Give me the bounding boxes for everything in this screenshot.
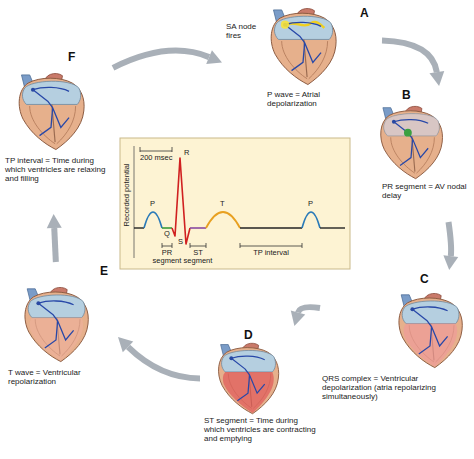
cycle-arrow bbox=[47, 214, 62, 262]
arrow-shaft bbox=[128, 347, 200, 379]
arrow-head bbox=[429, 71, 444, 86]
arrow-shaft bbox=[113, 51, 209, 68]
ecg-label: P bbox=[150, 200, 160, 208]
cycle-arrow bbox=[291, 307, 320, 326]
heart-illustration bbox=[381, 106, 443, 178]
ecg-label: TP interval bbox=[241, 249, 301, 257]
stage-node: B PR segment = AV nodal delay bbox=[378, 86, 472, 222]
arrow-shaft bbox=[54, 228, 56, 262]
stage-node: C QRS complex = Ventricular depolarizatio… bbox=[320, 270, 472, 422]
stage-caption: QRS complex = Ventricular depolarization… bbox=[322, 374, 470, 401]
stage-letter: C bbox=[420, 272, 436, 286]
stage-letter: F bbox=[68, 50, 84, 64]
arrow-head bbox=[47, 214, 62, 228]
heart-illustration bbox=[25, 287, 88, 361]
stage-caption: T wave = Ventricular repolarization bbox=[8, 368, 116, 386]
ecg-label: Q bbox=[164, 230, 174, 238]
heart-illustration bbox=[19, 74, 84, 150]
heart-illustration bbox=[399, 293, 462, 367]
stage-caption: ST segment = Time during which ventricle… bbox=[204, 416, 316, 443]
ecg-label: T bbox=[220, 200, 230, 208]
stage-caption: TP interval = Time during which ventricl… bbox=[5, 156, 111, 183]
heart-illustration bbox=[219, 343, 279, 413]
arrow-shaft bbox=[382, 41, 437, 73]
ecg-label: R bbox=[184, 149, 194, 157]
stage-node: A SA node fires P wave = Atrial depolariza… bbox=[222, 2, 382, 112]
cycle-arrow bbox=[113, 50, 222, 68]
stage-caption: SA node fires bbox=[226, 22, 264, 40]
cycle-arrow bbox=[118, 337, 200, 378]
ecg-label: S bbox=[178, 238, 188, 246]
arrow-head bbox=[118, 337, 133, 352]
ecg-label: 200 msec bbox=[140, 154, 180, 162]
ecg-panel bbox=[120, 138, 350, 269]
stage-node: F TP interval = Time during which ventric… bbox=[3, 48, 113, 214]
ecg-label: ST segment bbox=[181, 249, 215, 265]
stage-letter: D bbox=[244, 328, 260, 342]
cycle-arrow bbox=[382, 41, 444, 87]
stage-caption: PR segment = AV nodal delay bbox=[382, 182, 470, 200]
arrow-head bbox=[206, 50, 222, 64]
ecg-label: Recorded potential bbox=[123, 164, 131, 227]
arrow-head bbox=[443, 255, 458, 270]
stage-caption: P wave = Atrial depolarization bbox=[267, 90, 367, 108]
stage-letter: A bbox=[360, 6, 380, 20]
stage-node: E T wave = Ventricular repolarization bbox=[5, 262, 118, 412]
heart-illustration bbox=[271, 9, 336, 85]
arrow-shaft bbox=[298, 307, 320, 312]
stage-letter: E bbox=[100, 264, 116, 278]
arrow-shaft bbox=[449, 222, 452, 256]
arrow-head bbox=[291, 311, 305, 326]
ecg-label: PR segment bbox=[150, 249, 184, 265]
stage-letter: B bbox=[402, 88, 418, 102]
stage-node: D ST segment = Time during which ventricl… bbox=[200, 326, 318, 457]
ecg-label: P bbox=[308, 200, 318, 208]
cycle-arrow bbox=[443, 222, 458, 270]
